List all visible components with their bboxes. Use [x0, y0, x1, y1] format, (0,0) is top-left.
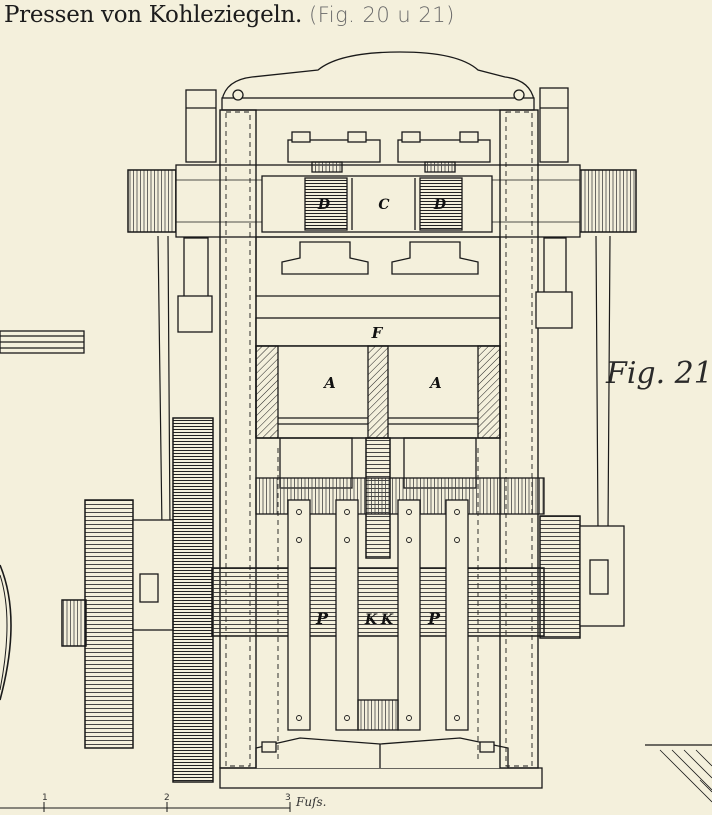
left-connecting-rod	[157, 235, 171, 531]
label-d-left: D	[317, 197, 331, 213]
label-c: C	[378, 197, 389, 213]
label-a-left: A	[322, 374, 336, 392]
main-shaft	[211, 567, 545, 637]
left-gear-wheel	[172, 417, 214, 783]
label-d-right: D	[433, 197, 447, 213]
label-a-right: A	[428, 374, 442, 392]
scale-tick-2: 2	[164, 793, 170, 803]
base-bolts	[261, 741, 495, 753]
title-main: Pressen von Kohleziegeln.	[4, 2, 302, 28]
scale-tick-3: 3	[285, 793, 291, 803]
right-column	[499, 109, 539, 769]
right-crank-hub	[579, 169, 637, 233]
right-connecting-rod	[595, 235, 611, 531]
title-figure-ref: (Fig. 20 u 21)	[309, 3, 455, 27]
scale-unit: Fuſs.	[296, 795, 327, 809]
top-gears	[287, 131, 491, 173]
label-p-right: P	[427, 609, 441, 628]
left-die	[281, 241, 369, 275]
left-flywheel	[84, 499, 134, 749]
left-edge-fragments	[0, 330, 85, 701]
right-die	[391, 241, 479, 275]
plate-rivets	[296, 509, 460, 721]
label-k-right: K	[380, 612, 394, 628]
drawing-title: Pressen von Kohleziegeln. (Fig. 20 u 21)	[4, 2, 455, 28]
left-column	[219, 109, 257, 769]
label-p-left: P	[315, 609, 329, 628]
label-k-left: K	[364, 612, 378, 628]
label-f: F	[371, 324, 384, 342]
figure-label: Fig. 21.	[606, 356, 712, 391]
scale-bar-line	[0, 802, 291, 812]
ground-hatching	[645, 744, 712, 803]
top-crown	[221, 51, 535, 101]
press-plates	[287, 499, 469, 731]
left-crank-hub	[127, 169, 177, 233]
right-crank-disc	[539, 515, 581, 639]
scale-tick-1: 1	[42, 793, 48, 803]
base-plate	[219, 767, 543, 789]
